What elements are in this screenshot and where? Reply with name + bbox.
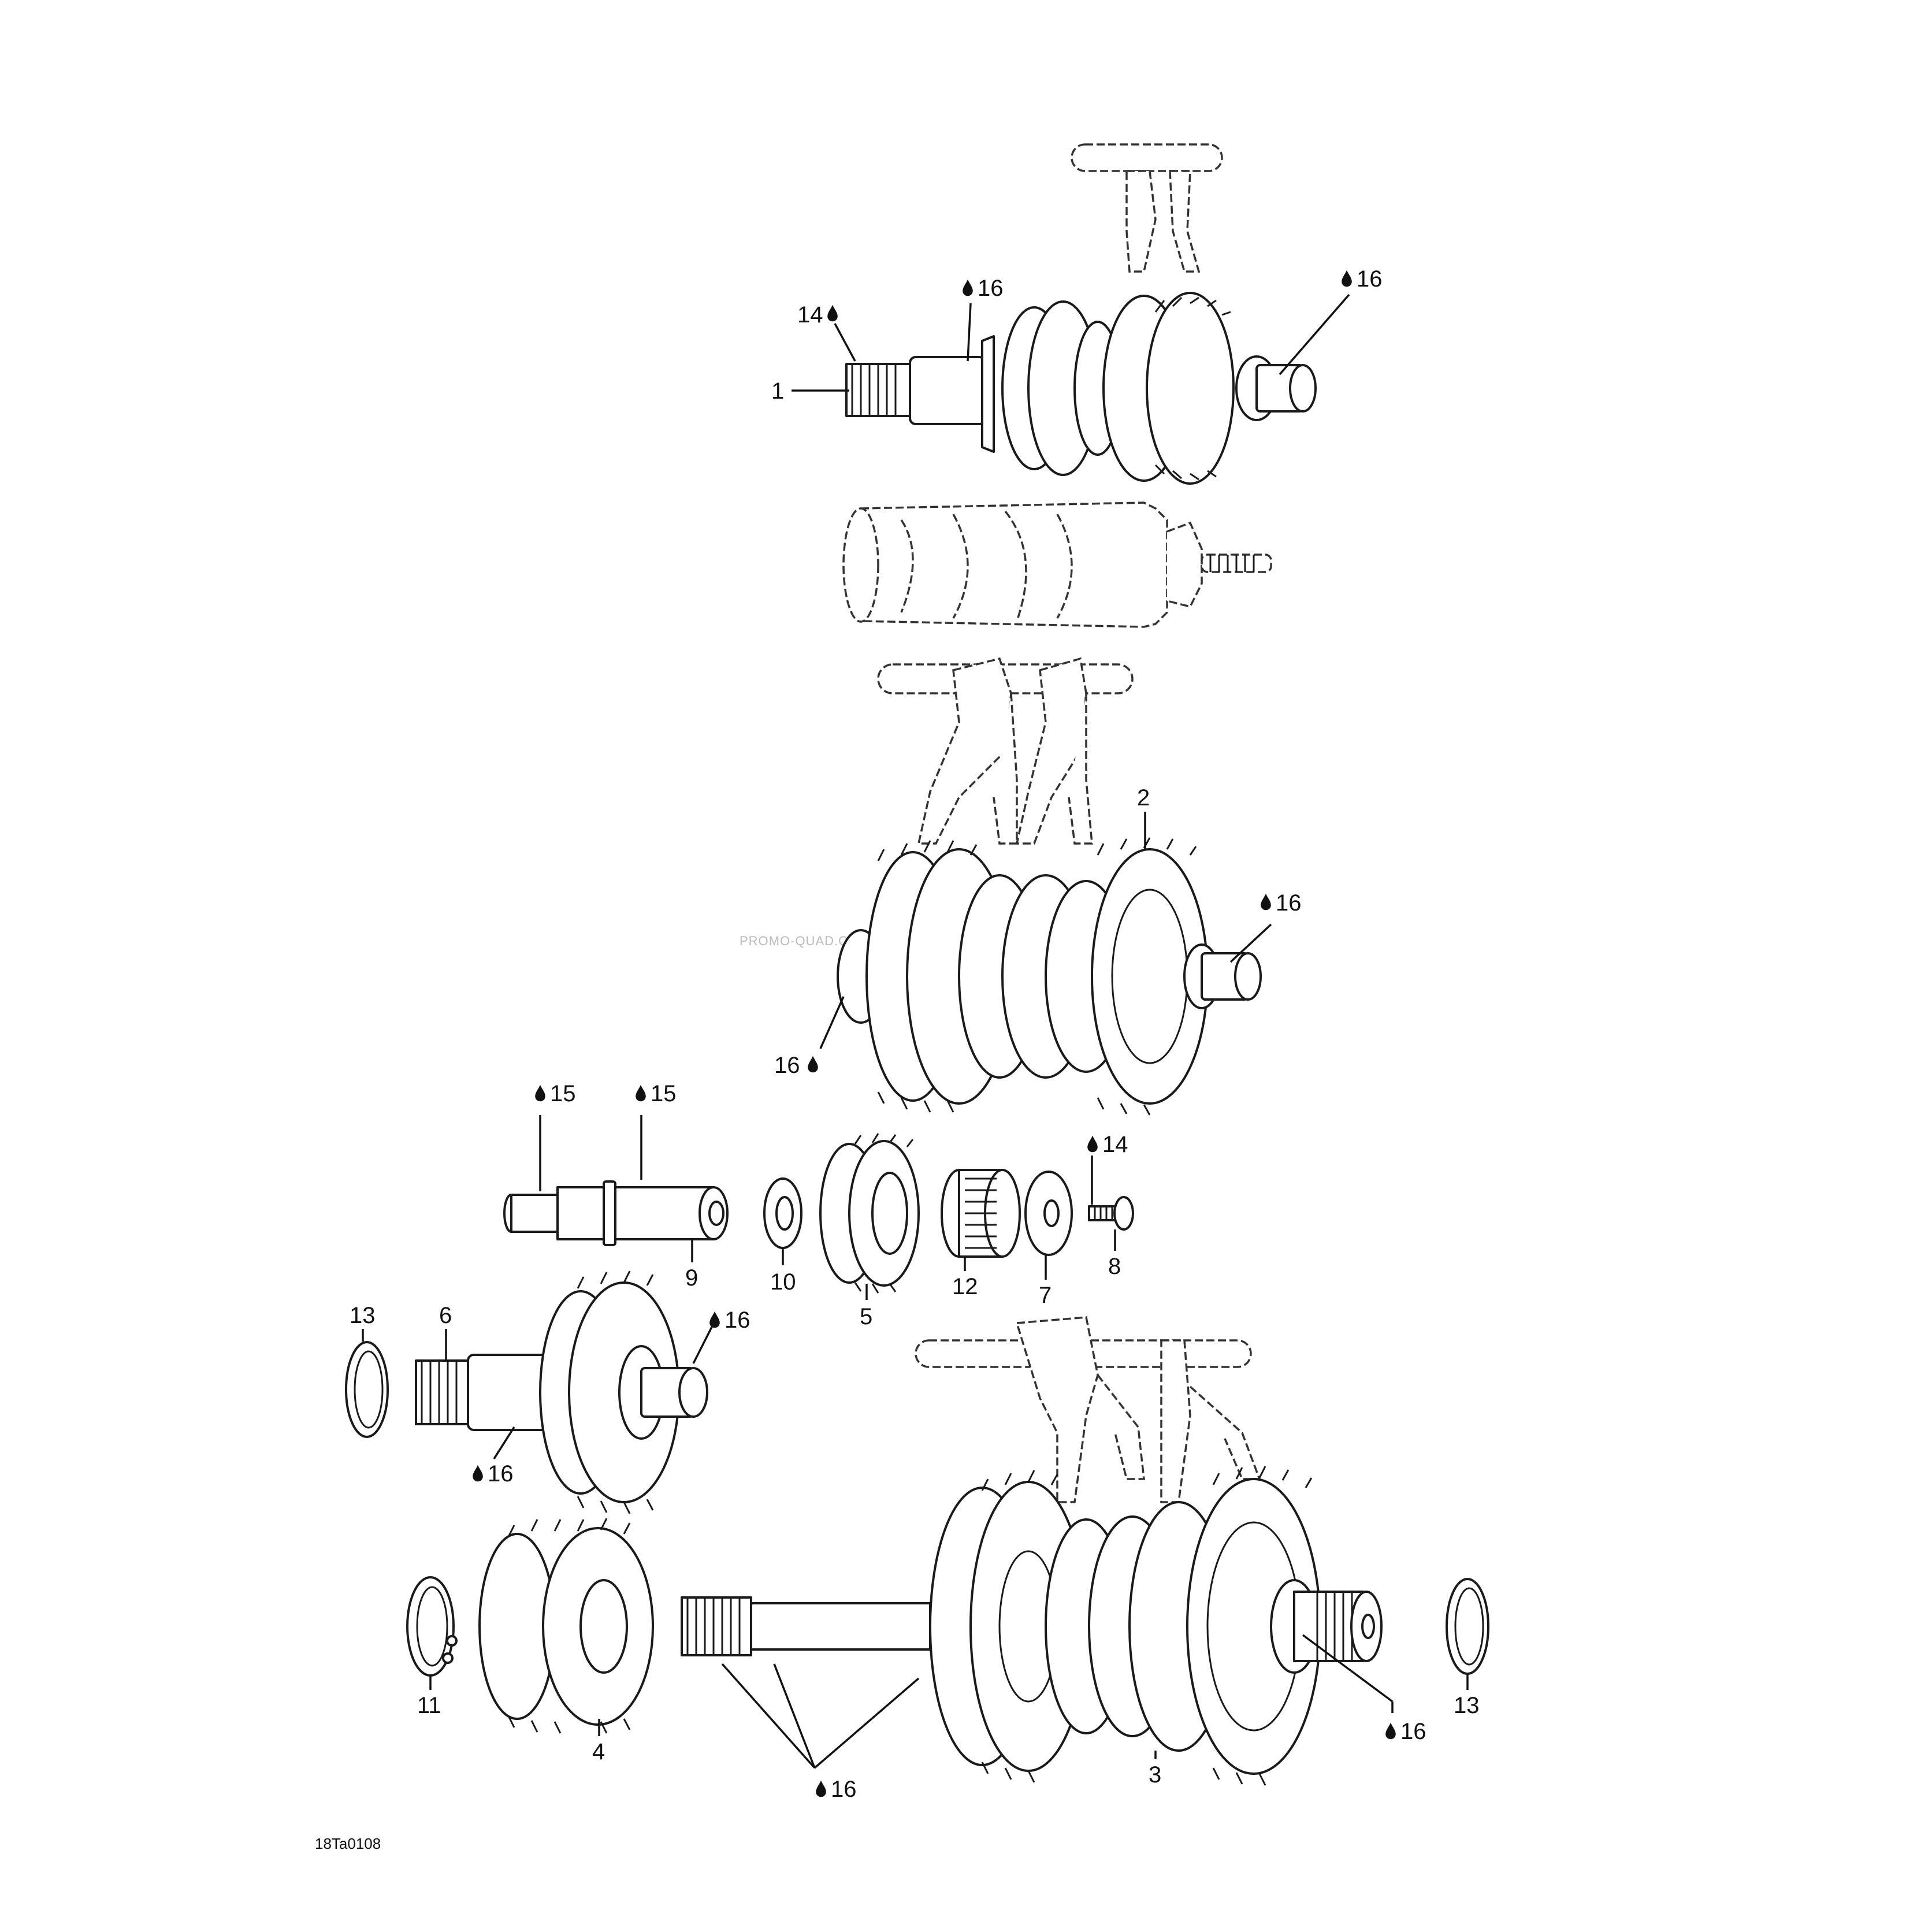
idler-gear [819, 1133, 920, 1294]
callout-16-lube: 16 [1276, 890, 1302, 916]
lubricant-drop-icon [535, 1084, 545, 1102]
lubricant-drop-icon [709, 1311, 720, 1328]
callout-3: 3 [1149, 1762, 1161, 1788]
lower-shift-forks [915, 1316, 1261, 1503]
callout-15-lube: 15 [550, 1081, 576, 1106]
lubricant-drop-icon [808, 1056, 818, 1073]
callout-10: 10 [770, 1269, 796, 1295]
callout-5: 5 [860, 1304, 872, 1329]
callout-14-lube: 14 [1102, 1132, 1128, 1157]
callout-6: 6 [439, 1303, 452, 1328]
callout-16-lube: 16 [831, 1777, 857, 1802]
callout-16-lube: 16 [774, 1053, 800, 1078]
needle-bearing [941, 1169, 1021, 1258]
lubricant-drop-icon [636, 1084, 646, 1102]
lubricant-drop-icon [1261, 893, 1271, 911]
screw [1088, 1196, 1134, 1231]
lubricant-drop-icon [1087, 1135, 1098, 1153]
lubricant-drop-icon [1342, 270, 1352, 287]
lubricant-drop-icon [1385, 1722, 1396, 1740]
lubricant-drop-icon [963, 279, 973, 296]
leader-lines [362, 293, 1469, 1769]
callout-13: 13 [350, 1303, 376, 1328]
upper-shift-fork [1071, 143, 1223, 273]
callout-16-lube: 16 [978, 276, 1004, 301]
callout-labels: 1 14 16 16 2 16 16 15 15 14 9 10 5 12 7 … [350, 266, 1480, 1802]
callout-12: 12 [952, 1274, 978, 1299]
diagram-code: 18Ta0108 [315, 1835, 381, 1852]
lubricant-drop-icon [473, 1465, 483, 1482]
thrust-washer [763, 1177, 802, 1249]
callout-15-lube: 15 [651, 1081, 677, 1106]
callout-1: 1 [771, 378, 784, 404]
callout-7: 7 [1039, 1283, 1052, 1308]
main-shaft-assembly [845, 292, 1317, 485]
callout-11: 11 [417, 1693, 441, 1718]
callout-9: 9 [685, 1265, 698, 1291]
circlip [406, 1576, 458, 1677]
callout-13: 13 [1454, 1693, 1480, 1718]
callout-4: 4 [592, 1739, 605, 1764]
lubricant-drop-icon [816, 1780, 826, 1797]
countershaft-gear-cluster [837, 837, 1262, 1116]
washer [1024, 1171, 1073, 1256]
output-shaft-gear-cluster [681, 1466, 1383, 1786]
callout-14-lube: 14 [797, 302, 823, 328]
circlip-ring-left [345, 1341, 389, 1438]
idler-shaft [503, 1180, 729, 1246]
shift-drum [842, 501, 1272, 628]
middle-shift-forks [877, 657, 1134, 845]
callout-16-lube: 16 [724, 1307, 750, 1333]
output-gear-4 [478, 1518, 654, 1734]
circlip-ring-right [1446, 1578, 1489, 1675]
lubricant-drop-icon [827, 304, 838, 322]
callout-16-lube: 16 [1400, 1719, 1426, 1744]
callout-2: 2 [1137, 785, 1150, 811]
callout-16-lube: 16 [1357, 266, 1383, 292]
callout-16-lube: 16 [488, 1461, 514, 1487]
output-shaft-gear [415, 1270, 708, 1514]
callout-8: 8 [1108, 1254, 1121, 1279]
